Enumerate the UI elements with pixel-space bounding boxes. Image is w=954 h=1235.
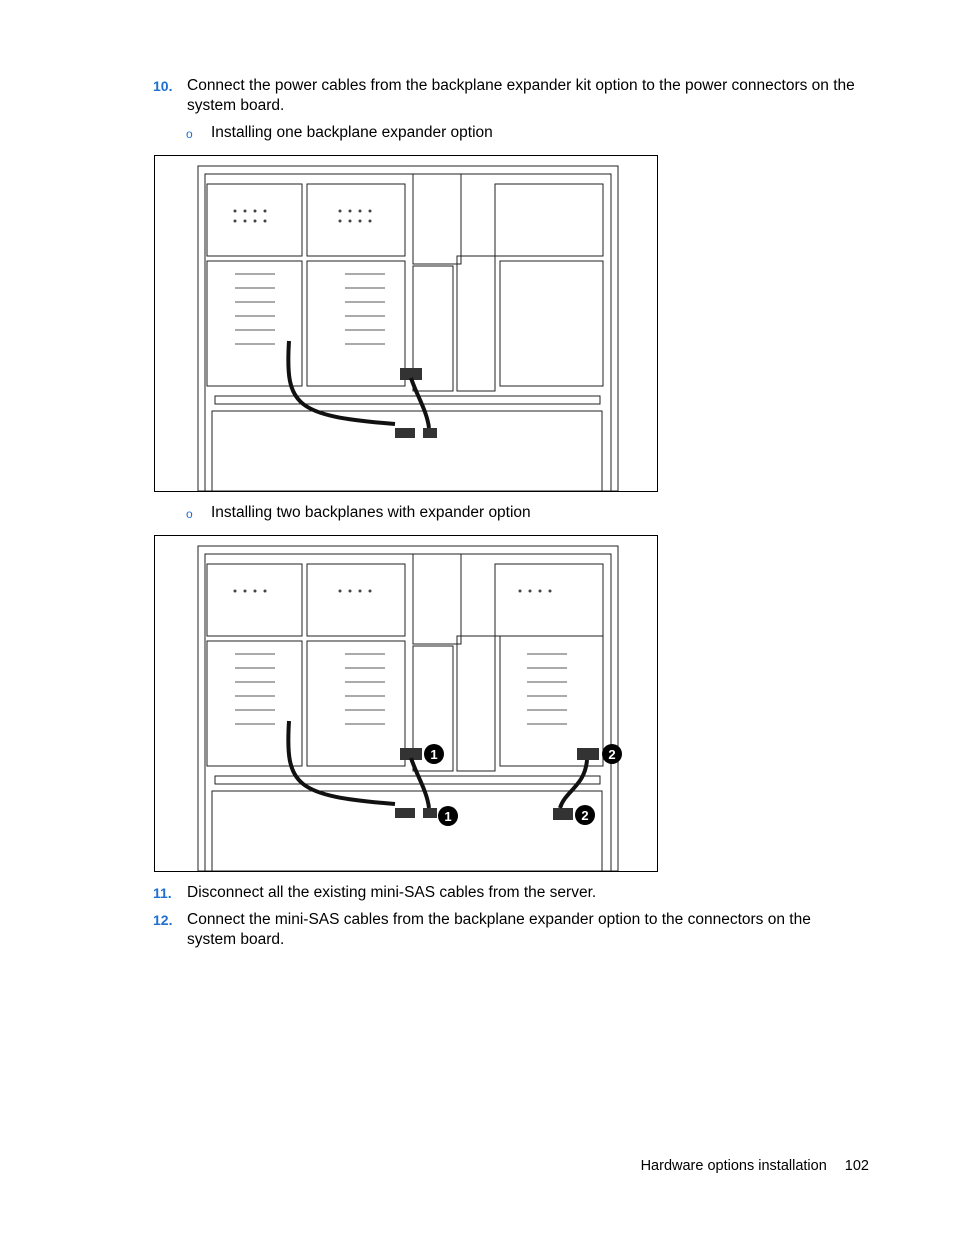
figure-one-backplane — [154, 155, 658, 492]
callout-label: 1 — [444, 809, 451, 824]
step-text: Connect the power cables from the backpl… — [187, 77, 855, 114]
step-number: 12. — [153, 912, 173, 928]
server-diagram-one — [197, 165, 619, 491]
step-number: 10. — [153, 78, 173, 94]
server-diagram-two: 1 1 2 2 — [197, 545, 622, 871]
page-number: 102 — [844, 1158, 869, 1174]
sub-item-text: Installing one backplane expander option — [211, 124, 493, 141]
callout-1a: 1 — [424, 744, 444, 764]
step-text: Disconnect all the existing mini-SAS cab… — [187, 884, 597, 901]
bullet-icon: o — [186, 507, 193, 521]
page-footer: Hardware options installation 102 — [641, 1158, 869, 1174]
bullet-icon: o — [186, 127, 193, 141]
footer-section: Hardware options installation — [640, 1158, 827, 1174]
callout-2a: 2 — [602, 744, 622, 764]
sub-item-text: Installing two backplanes with expander … — [211, 504, 531, 521]
figure-two-backplanes: 1 1 2 2 — [154, 535, 658, 872]
callout-label: 2 — [581, 808, 588, 823]
callout-label: 1 — [430, 747, 437, 762]
callout-label: 2 — [608, 747, 615, 762]
step-number: 11. — [153, 885, 172, 901]
callout-1b: 1 — [438, 806, 458, 826]
step-text: Connect the mini-SAS cables from the bac… — [187, 911, 811, 948]
callout-2b: 2 — [575, 805, 595, 825]
